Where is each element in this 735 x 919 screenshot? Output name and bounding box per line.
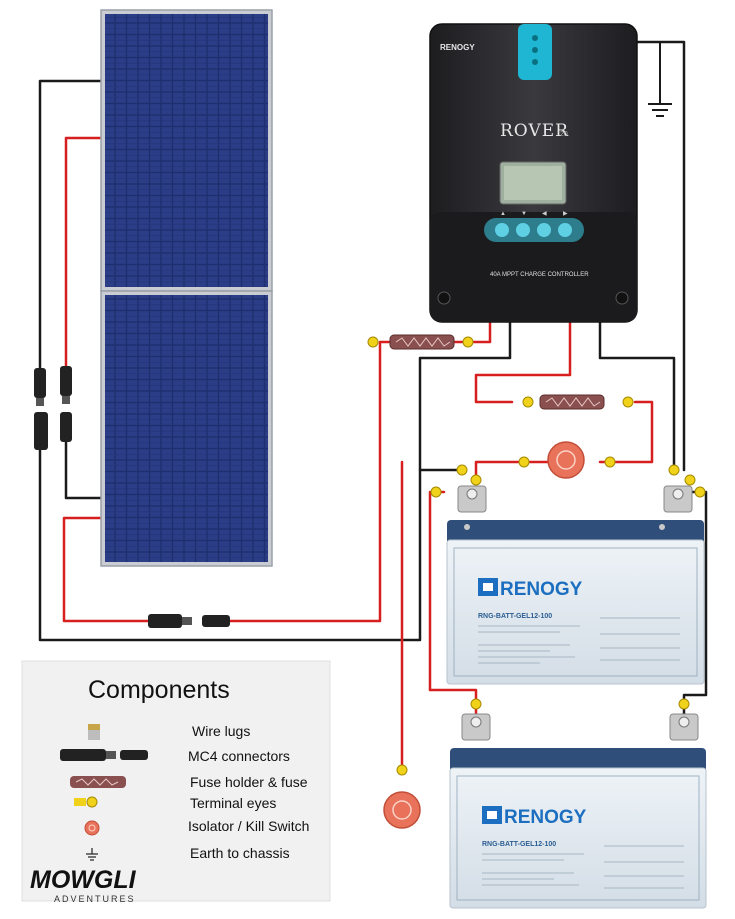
wires — [38, 40, 708, 772]
legend-item-earth: Earth to chassis — [190, 845, 290, 861]
earth-icon — [86, 848, 98, 861]
svg-text:◀: ◀ — [542, 211, 547, 217]
legend-item-wire-lugs: Wire lugs — [192, 723, 250, 739]
battery-1: RENOGY RNG-BATT-GEL12-100 — [446, 520, 705, 685]
terminal-eye-icon — [74, 796, 98, 808]
controller-model-suffix: 20 — [560, 131, 568, 138]
wire-black-panel-neg-lower — [38, 448, 464, 642]
wire-red-batt-pos — [474, 320, 572, 404]
fuse-holder-pv — [367, 334, 474, 350]
wire-red-panel-pos — [64, 136, 106, 370]
earth-symbol-controller — [648, 103, 672, 117]
charge-controller: RENOGY ROVER 20 ▲ ▼ ◀ ▶ 40A MPPT CHARGE … — [429, 23, 638, 323]
fuse-holder-battery — [522, 394, 634, 410]
controller-brand: RENOGY — [440, 43, 475, 52]
battery-2-model: RNG-BATT-GEL12-100 — [482, 841, 556, 848]
fuse-holder-icon — [70, 776, 126, 788]
mc4-connector-bottom — [148, 614, 230, 628]
wire-black-lower-panel — [64, 438, 106, 500]
legend-title: Components — [88, 676, 230, 704]
battery-1-model: RNG-BATT-GEL12-100 — [478, 613, 552, 620]
logo-tagline: ADVENTURES — [54, 894, 136, 904]
mc4-connector-left-c — [34, 412, 48, 450]
components-legend: Components Wire lug — [21, 660, 331, 904]
svg-text:▶: ▶ — [563, 211, 568, 217]
mc4-connector-icon — [60, 749, 148, 761]
wire-red-batt-pos-b — [598, 400, 654, 464]
mc4-connector-left-a — [34, 368, 46, 406]
legend-item-terminal-eyes: Terminal eyes — [190, 795, 276, 811]
isolator-switch-icon — [84, 820, 100, 836]
wire-black-pv-neg — [418, 320, 512, 472]
battery-2-brand: RENOGY — [504, 807, 587, 828]
logo-name: MOWGLI — [30, 866, 137, 894]
battery-1-brand: RENOGY — [500, 579, 583, 600]
mc4-connector-left-b — [60, 366, 72, 404]
isolator-switch — [518, 441, 616, 479]
wire-black-earth — [635, 40, 686, 472]
wire-red-lower-panel — [62, 516, 152, 623]
battery-2: RENOGY RNG-BATT-GEL12-100 — [449, 748, 707, 909]
controller-model: ROVER — [500, 121, 569, 141]
battery-2-terminals — [461, 713, 699, 741]
solar-panel-bottom — [100, 290, 273, 567]
svg-text:▼: ▼ — [521, 211, 527, 217]
wire-red-isolator — [474, 460, 550, 482]
wire-red-pv-to-controller — [226, 320, 492, 623]
wire-black-batt-neg — [598, 320, 676, 472]
solar-panel-top — [100, 9, 273, 292]
svg-text:▲: ▲ — [500, 211, 506, 217]
legend-item-mc4: MC4 connectors — [188, 748, 290, 764]
legend-item-isolator: Isolator / Kill Switch — [188, 818, 309, 834]
mc4-connector-left-d — [60, 412, 72, 442]
legend-item-fuse: Fuse holder & fuse — [190, 774, 308, 790]
terminal-eyes — [396, 464, 706, 776]
controller-caption: 40A MPPT CHARGE CONTROLLER — [490, 272, 589, 278]
battery-1-terminals — [457, 485, 693, 513]
isolator-switch-lower — [383, 791, 421, 829]
wire-black-panel-neg — [38, 79, 106, 370]
wire-lug-icon — [88, 724, 100, 740]
controller-buttons: ▲ ▼ ◀ ▶ — [484, 211, 584, 242]
